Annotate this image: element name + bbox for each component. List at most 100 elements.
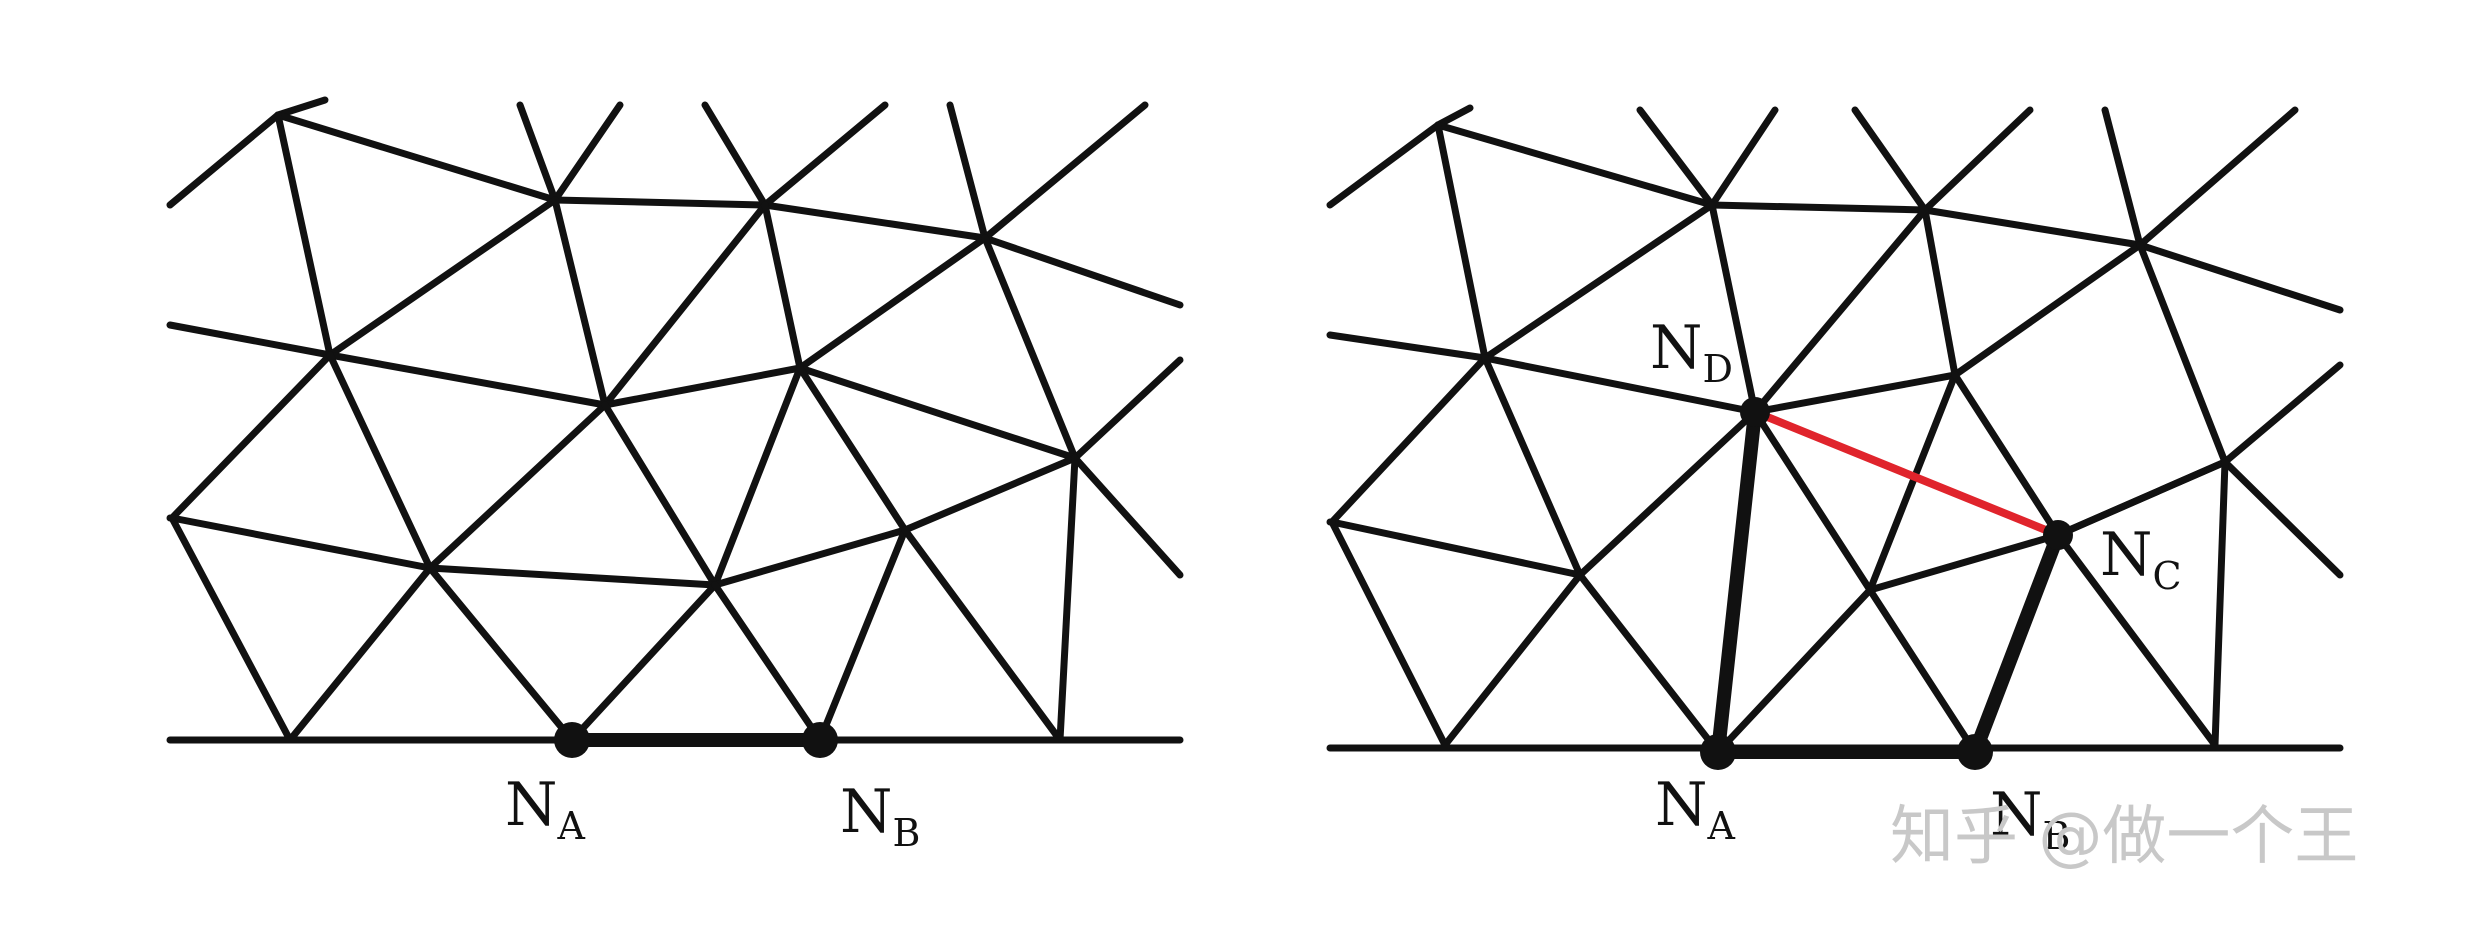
mesh-edge: [286, 564, 434, 744]
mesh-edge: [274, 96, 329, 119]
mesh-edge: [1326, 331, 1489, 362]
mesh-edge: [166, 111, 282, 209]
mesh-edge: [1434, 121, 1716, 209]
mesh-edge: [1951, 241, 2144, 379]
mesh-edge: [1921, 206, 1959, 379]
mesh-edge: [326, 351, 434, 572]
mesh-edge: [711, 526, 909, 589]
mesh-edge: [901, 526, 1064, 744]
left-highlight-nodes: [554, 722, 838, 758]
mesh-edge: [2054, 531, 2219, 749]
left-mesh-edges: [166, 96, 1184, 744]
mesh-edge: [2211, 458, 2229, 749]
mesh-edge: [326, 351, 609, 409]
mesh-edge: [981, 234, 1079, 462]
mesh-edge: [1434, 104, 1474, 129]
right-highlight-nodes: [1700, 397, 2073, 770]
mesh-edge: [1866, 371, 1959, 594]
mesh-edge: [1708, 201, 1929, 214]
mesh-edge: [1481, 201, 1716, 362]
watermark: 知乎 @做一个王: [1890, 800, 2358, 874]
mesh-edge: [1708, 201, 1759, 416]
label-na-left: NA: [505, 770, 586, 848]
mesh-edge: [1576, 571, 1722, 756]
mesh-edge: [274, 111, 334, 359]
mesh-edge: [168, 514, 294, 744]
mesh-edge: [1071, 356, 1184, 462]
front-edge-nb-nc: [1968, 528, 2065, 759]
mesh-edge: [981, 234, 1184, 309]
mesh-edge: [1921, 206, 2144, 249]
mesh-edge: [326, 196, 559, 359]
mesh-edge: [601, 201, 769, 409]
node-na: [1700, 734, 1736, 770]
label-nc: NC: [2100, 520, 2182, 598]
mesh-edge: [2221, 458, 2344, 579]
mesh-edge: [601, 364, 804, 409]
mesh-edge: [796, 234, 989, 372]
mesh-edge: [1714, 586, 1874, 756]
right-new-edge-nd-nc: [1751, 408, 2062, 539]
mesh-edge: [1636, 106, 1716, 209]
mesh-edge: [568, 581, 719, 744]
mesh-edge: [796, 364, 1079, 462]
mesh-edge: [1326, 121, 1442, 209]
mesh-edge: [761, 101, 889, 209]
node-nd: [1740, 397, 1770, 427]
mesh-edge: [2136, 241, 2344, 314]
node-nc: [2043, 520, 2073, 550]
mesh-edge: [1921, 106, 2034, 214]
mesh-edge: [1441, 571, 1584, 749]
mesh-edge: [1708, 106, 1779, 209]
mesh-edge: [1328, 518, 1449, 749]
mesh-edge: [1751, 206, 1929, 416]
label-nd: ND: [1650, 313, 1733, 391]
right-bold-edges: [1711, 405, 2065, 759]
node-na: [554, 722, 590, 758]
mesh-edge: [426, 401, 609, 572]
red-edge-nd-nc: [1751, 408, 2062, 539]
label-na-right: NA: [1655, 770, 1736, 848]
mesh-edge: [1866, 531, 2062, 594]
mesh-edge: [1851, 106, 1929, 214]
mesh-edge: [1481, 354, 1759, 416]
mesh-edge: [516, 101, 559, 204]
mesh-edge: [1951, 371, 2062, 539]
mesh-edge: [1071, 454, 1184, 579]
mesh-edge: [1056, 454, 1079, 744]
mesh-edge: [1328, 518, 1584, 579]
mesh-edge: [761, 201, 989, 242]
mesh-edge: [551, 196, 609, 409]
mesh-edge: [701, 101, 769, 209]
mesh-edge: [901, 454, 1079, 534]
mesh-edge: [1751, 371, 1959, 416]
left-mesh-panel: NA NB: [166, 96, 1184, 855]
node-nb: [1957, 734, 1993, 770]
mesh-edge: [816, 526, 909, 744]
front-edge-na-nd: [1711, 405, 1762, 759]
mesh-edge: [426, 564, 576, 744]
mesh-edge: [166, 321, 334, 359]
mesh-edge: [981, 101, 1149, 242]
label-nb-left: NB: [840, 777, 920, 855]
mesh-edge: [551, 196, 769, 209]
mesh-edge: [551, 101, 624, 204]
mesh-edge: [1751, 408, 1874, 594]
mesh-edge: [1481, 354, 1584, 579]
mesh-edge: [796, 364, 909, 534]
mesh-edge: [274, 111, 559, 204]
mesh-edge: [2221, 361, 2344, 466]
mesh-edge: [168, 351, 334, 522]
mesh-edge: [2136, 106, 2299, 249]
mesh-edge: [426, 564, 719, 589]
mesh-edge: [946, 101, 989, 242]
mesh-edge: [2136, 241, 2229, 466]
right-mesh-panel: ND NC NA NB: [1326, 104, 2344, 858]
label-nb-right: NB: [1990, 780, 2070, 858]
mesh-edge: [601, 401, 719, 589]
mesh-edge: [168, 514, 434, 572]
node-nb: [802, 722, 838, 758]
mesh-edge: [2101, 106, 2144, 249]
mesh-edge: [1576, 408, 1759, 579]
